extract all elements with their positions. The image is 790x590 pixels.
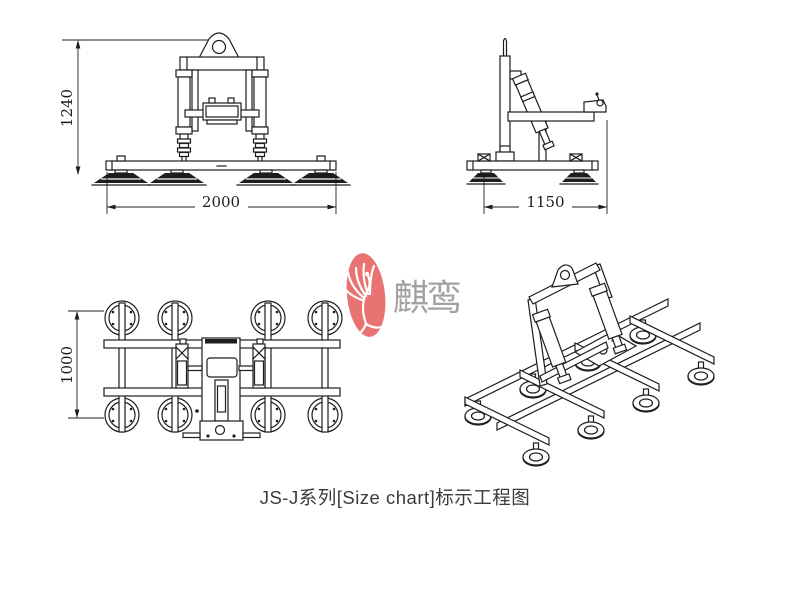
dimension-1150: 1150	[483, 120, 608, 214]
dim-1000-label: 1000	[58, 346, 76, 384]
watermark: 麒鸾	[336, 246, 466, 346]
mast	[495, 37, 515, 162]
suction-cup	[236, 169, 296, 186]
suction-cup	[577, 415, 605, 440]
iso-right-cylinder	[588, 282, 628, 355]
left-actuator	[175, 338, 189, 389]
suction-cup	[291, 169, 351, 186]
drawing-caption: JS-J系列[Size chart]标示工程图	[259, 487, 531, 508]
dim-2000-label: 2000	[202, 193, 240, 211]
right-actuator	[252, 338, 266, 389]
iso-cups-near	[522, 361, 715, 467]
phoenix-logo-icon	[340, 253, 386, 338]
center-clamp	[184, 97, 260, 125]
plan-view: 1000	[55, 295, 365, 475]
suction-cup	[559, 169, 599, 185]
dimension-1000: 1000	[58, 310, 104, 419]
suction-cup	[91, 169, 151, 186]
center-mechanism	[175, 337, 266, 441]
dim-1240-label: 1240	[58, 89, 76, 127]
side-view: 1150	[455, 25, 615, 220]
cross-members	[118, 302, 329, 433]
base-beam	[466, 153, 599, 171]
dimension-2000: 2000	[106, 172, 337, 214]
dim-1150-label: 1150	[526, 193, 564, 211]
front-view: 1240	[55, 25, 400, 220]
left-post	[191, 69, 199, 132]
top-beam	[179, 56, 265, 71]
suction-cup	[147, 169, 207, 186]
bottom-beam	[105, 155, 337, 171]
lifting-eye	[198, 32, 240, 59]
isometric-view	[455, 255, 775, 475]
suction-cup	[522, 442, 550, 467]
iso-left-cylinder	[531, 308, 572, 385]
suction-cups	[91, 169, 351, 186]
suction-cup	[466, 169, 506, 185]
suction-cup	[632, 388, 660, 413]
right-post	[245, 69, 253, 132]
watermark-brand-text: 麒鸾	[393, 278, 460, 319]
suction-cup	[687, 361, 715, 386]
dimension-1240: 1240	[58, 39, 216, 175]
arm	[507, 92, 607, 122]
